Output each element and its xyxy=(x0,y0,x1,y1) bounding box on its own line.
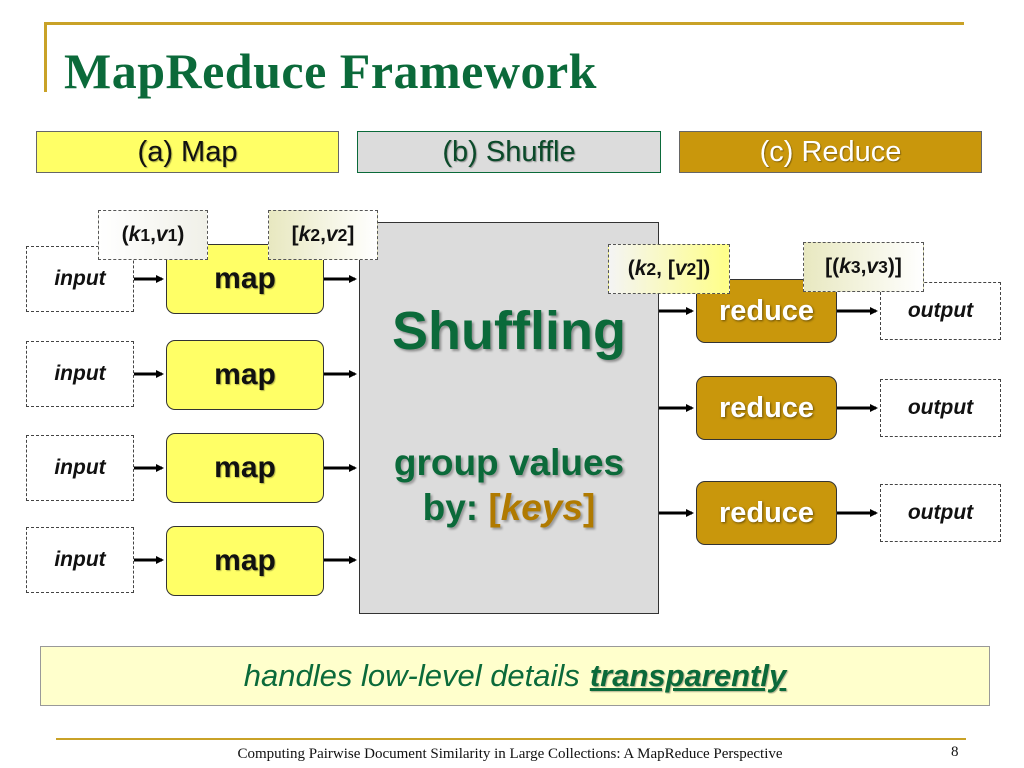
input-box-2: input xyxy=(26,341,134,407)
summary-banner: handles low-level details transparently xyxy=(40,646,990,706)
phase-map-header: (a) Map xyxy=(36,131,339,173)
shuffle-subtitle-line1: group values xyxy=(393,442,625,483)
output-box-3: output xyxy=(880,484,1001,542)
left-rule xyxy=(44,22,47,92)
reduce-box-3: reduce xyxy=(696,481,837,545)
phase-reduce-header: (c) Reduce xyxy=(679,131,982,173)
output-box-2: output xyxy=(880,379,1001,437)
page-number: 8 xyxy=(951,744,959,760)
map-box-4: map xyxy=(166,526,324,596)
slide-footer: Computing Pairwise Document Similarity i… xyxy=(237,746,783,762)
input-box-4: input xyxy=(26,527,134,593)
banner-text: handles low-level details xyxy=(243,658,580,693)
banner-emphasis: transparently xyxy=(589,658,787,693)
shuffle-subtitle: group values by: [keys] xyxy=(359,440,659,530)
reduce-box-2: reduce xyxy=(696,376,837,440)
keys-open-bracket: [ xyxy=(488,487,501,528)
map-box-2: map xyxy=(166,340,324,410)
slide-title: MapReduce Framework xyxy=(64,43,597,99)
shuffle-title: Shuffling xyxy=(392,301,626,361)
top-rule xyxy=(44,22,964,25)
shuffle-subtitle-prefix: by: xyxy=(422,487,479,528)
input-box-3: input xyxy=(26,435,134,501)
keys-label: keys xyxy=(500,487,584,528)
map-box-3: map xyxy=(166,433,324,503)
shuffle-subtitle-line2: by: [keys] xyxy=(359,485,659,530)
keys-close-bracket: ] xyxy=(583,487,596,528)
phase-shuffle-header: (b) Shuffle xyxy=(357,131,661,173)
bottom-rule xyxy=(56,738,966,740)
